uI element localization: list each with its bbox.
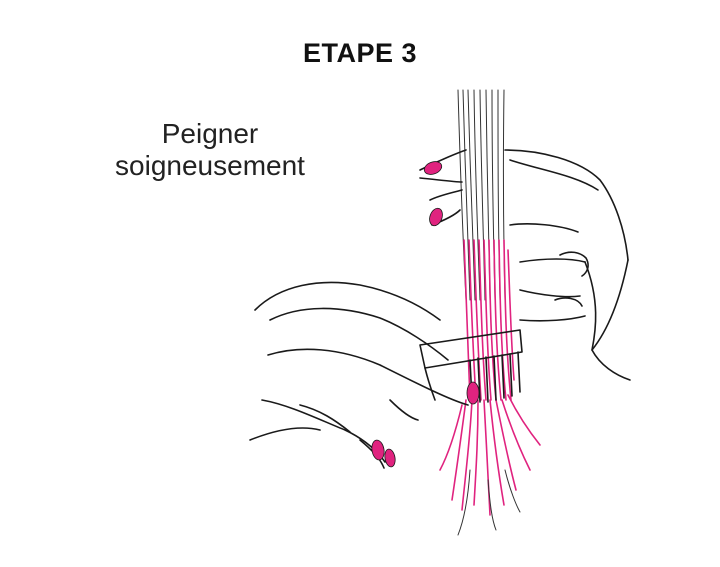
comb-icon [419, 329, 523, 403]
instruction-text: Peigner soigneusement [90, 118, 330, 182]
nail [466, 381, 480, 405]
instruction-line-1: Peigner [161, 118, 259, 149]
nail [371, 439, 385, 461]
nail [429, 207, 443, 227]
hair-strand-colored [439, 239, 541, 536]
nail [384, 448, 396, 468]
lower-hand [249, 281, 469, 469]
step-title: ETAPE 3 [302, 38, 418, 68]
nail [423, 161, 443, 175]
instruction-line-2: soigneusement [115, 150, 305, 181]
upper-hand [419, 149, 631, 381]
